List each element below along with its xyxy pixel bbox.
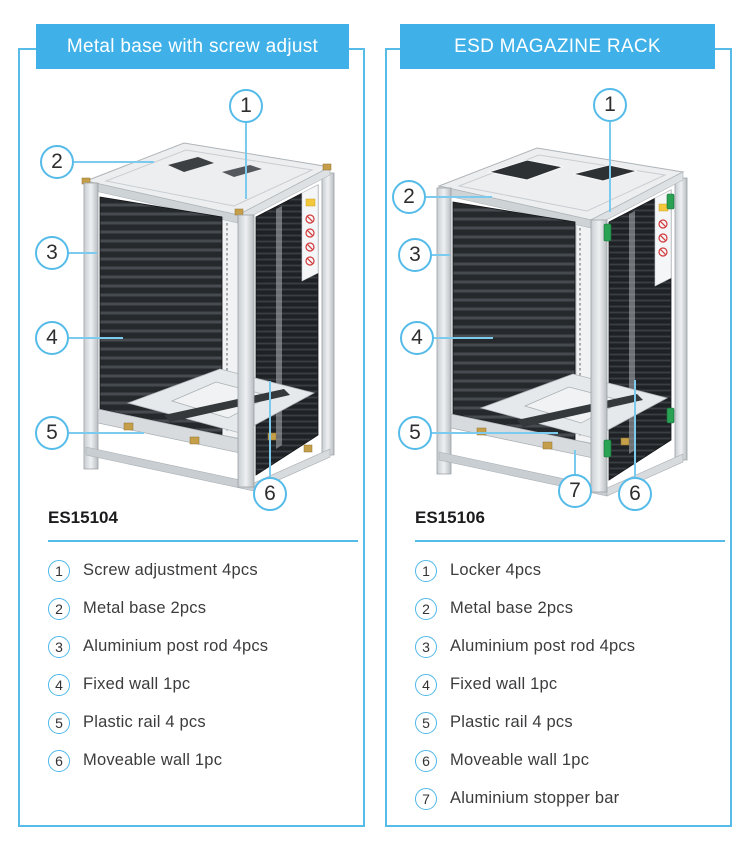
part-number-badge: 4 bbox=[48, 673, 70, 696]
part-row: 5 Plastic rail 4 pcs bbox=[48, 711, 368, 734]
leader-line-2 bbox=[426, 196, 492, 198]
part-label: Metal base 2pcs bbox=[450, 599, 574, 617]
part-row: 7 Aluminium stopper bar bbox=[415, 787, 735, 810]
callout-marker: 2 bbox=[392, 180, 426, 214]
aluminium-post bbox=[436, 187, 452, 475]
part-row: 6 Moveable wall 1pc bbox=[415, 749, 735, 772]
callout-marker: 6 bbox=[253, 477, 287, 511]
model-number: ES15104 bbox=[48, 508, 118, 527]
part-row: 6 Moveable wall 1pc bbox=[48, 749, 368, 772]
part-number-badge: 3 bbox=[415, 635, 437, 658]
leader-line-1 bbox=[609, 122, 611, 212]
left-banner: Metal base with screw adjust bbox=[36, 24, 349, 69]
prohibition-icons bbox=[658, 219, 668, 257]
leader-line-7 bbox=[574, 450, 576, 474]
aluminium-post bbox=[237, 214, 255, 488]
part-row: 2 Metal base 2pcs bbox=[415, 597, 735, 620]
callout-marker: 4 bbox=[35, 321, 69, 355]
model-number: ES15106 bbox=[415, 508, 485, 527]
part-label: Aluminium post rod 4pcs bbox=[83, 637, 269, 655]
callout-marker: 2 bbox=[40, 145, 74, 179]
rack-illustration bbox=[81, 142, 335, 492]
leader-line-5 bbox=[69, 432, 144, 434]
leader-line-1 bbox=[245, 123, 247, 199]
locker-clips bbox=[603, 193, 675, 458]
leader-line-4 bbox=[69, 337, 123, 339]
part-label: Moveable wall 1pc bbox=[83, 751, 223, 769]
part-number-badge: 1 bbox=[48, 559, 70, 582]
part-label: Fixed wall 1pc bbox=[450, 675, 558, 693]
leader-line-5 bbox=[432, 432, 558, 434]
leader-line-2 bbox=[74, 161, 154, 163]
part-number-badge: 6 bbox=[48, 749, 70, 772]
part-number-badge: 4 bbox=[415, 673, 437, 696]
right-banner: ESD MAGAZINE RACK bbox=[400, 24, 715, 69]
part-row: 3 Aluminium post rod 4pcs bbox=[48, 635, 368, 658]
part-label: Metal base 2pcs bbox=[83, 599, 207, 617]
part-row: 2 Metal base 2pcs bbox=[48, 597, 368, 620]
aluminium-post bbox=[83, 182, 99, 470]
part-label: Screw adjustment 4pcs bbox=[83, 561, 258, 579]
part-number-badge: 1 bbox=[415, 559, 437, 582]
rack-illustration bbox=[436, 147, 688, 497]
part-number-badge: 6 bbox=[415, 749, 437, 772]
callout-marker: 3 bbox=[398, 238, 432, 272]
part-number-badge: 5 bbox=[415, 711, 437, 734]
leader-line-6 bbox=[269, 381, 271, 477]
brass-brackets bbox=[476, 427, 630, 450]
part-row: 4 Fixed wall 1pc bbox=[415, 673, 735, 696]
part-label: Locker 4pcs bbox=[450, 561, 542, 579]
callout-marker: 6 bbox=[618, 477, 652, 511]
leader-line-4 bbox=[434, 337, 493, 339]
rack-photo-es15106 bbox=[436, 147, 688, 497]
leader-line-3 bbox=[69, 252, 97, 254]
callout-marker: 7 bbox=[558, 474, 592, 508]
prohibition-icons bbox=[305, 214, 315, 266]
parts-list: 1 Locker 4pcs 2 Metal base 2pcs 3 Alumin… bbox=[415, 559, 735, 825]
part-label: Moveable wall 1pc bbox=[450, 751, 590, 769]
part-label: Aluminium post rod 4pcs bbox=[450, 637, 636, 655]
part-label: Plastic rail 4 pcs bbox=[83, 713, 206, 731]
screw-adjust-icon bbox=[234, 208, 244, 216]
yellow-tag-icon bbox=[305, 198, 316, 207]
callout-marker: 1 bbox=[229, 89, 263, 123]
right-banner-label: ESD MAGAZINE RACK bbox=[454, 35, 661, 57]
part-label: Plastic rail 4 pcs bbox=[450, 713, 573, 731]
part-label: Fixed wall 1pc bbox=[83, 675, 191, 693]
callout-marker: 5 bbox=[398, 416, 432, 450]
rack-photo-es15104 bbox=[81, 142, 335, 492]
parts-list: 1 Screw adjustment 4pcs 2 Metal base 2pc… bbox=[48, 559, 368, 787]
callout-marker: 5 bbox=[35, 416, 69, 450]
divider-line bbox=[415, 540, 725, 542]
part-row: 5 Plastic rail 4 pcs bbox=[415, 711, 735, 734]
yellow-tag-icon bbox=[658, 203, 669, 212]
part-number-badge: 2 bbox=[48, 597, 70, 620]
part-number-badge: 3 bbox=[48, 635, 70, 658]
part-label: Aluminium stopper bar bbox=[450, 789, 620, 807]
callout-marker: 1 bbox=[593, 88, 627, 122]
aluminium-post bbox=[590, 219, 608, 493]
screw-adjust-icon bbox=[322, 163, 332, 171]
part-number-badge: 5 bbox=[48, 711, 70, 734]
left-banner-label: Metal base with screw adjust bbox=[66, 35, 319, 57]
callout-marker: 3 bbox=[35, 236, 69, 270]
part-number-badge: 2 bbox=[415, 597, 437, 620]
part-row: 3 Aluminium post rod 4pcs bbox=[415, 635, 735, 658]
brass-brackets bbox=[123, 422, 313, 453]
part-row: 1 Screw adjustment 4pcs bbox=[48, 559, 368, 582]
leader-line-3 bbox=[432, 254, 450, 256]
part-row: 1 Locker 4pcs bbox=[415, 559, 735, 582]
callout-marker: 4 bbox=[400, 321, 434, 355]
part-number-badge: 7 bbox=[415, 787, 437, 810]
leader-line-6 bbox=[634, 380, 636, 477]
part-row: 4 Fixed wall 1pc bbox=[48, 673, 368, 696]
divider-line bbox=[48, 540, 358, 542]
